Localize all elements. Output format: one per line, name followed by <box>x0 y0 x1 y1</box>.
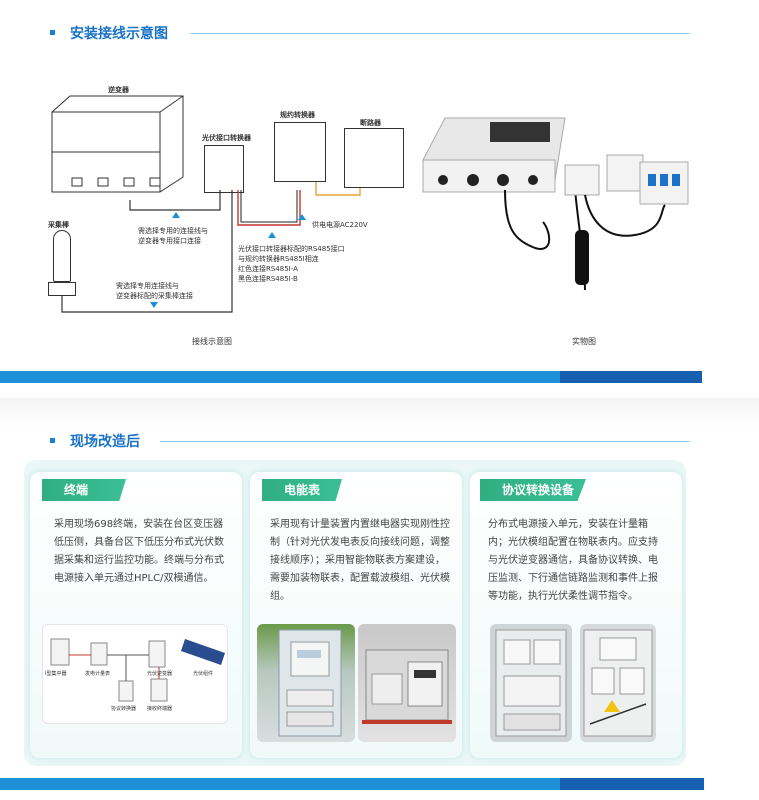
pointer-triangle <box>298 214 306 220</box>
breaker-box <box>344 128 404 188</box>
diagram-label: 光伏逆变器 <box>147 671 173 677</box>
pv-converter-label: 光伏接口转换器 <box>202 134 251 142</box>
terminal-diagram-drawing <box>50 638 225 702</box>
diagram-label: 接收终端器 <box>147 706 173 712</box>
diagram-label: 光伏组件 <box>193 671 214 677</box>
card-meter-text: 采用现有计量装置内置继电器实现刚性控制（针对光伏发电表反向接线问题，调整接线顺序… <box>270 519 450 602</box>
band-light <box>0 371 560 383</box>
diagram-label: I型集中器 <box>45 671 67 677</box>
section-title: 安装接线示意图 <box>70 26 168 42</box>
protocol-photo-1-drawing <box>495 629 567 737</box>
note-power: 供电电源AC220V <box>312 221 368 229</box>
inverter-label: 逆变器 <box>108 86 129 94</box>
note-collector-2: 逆变器标配的采集棒连接 <box>116 292 193 300</box>
meter-photo-2 <box>358 624 456 742</box>
band-dark <box>560 778 704 790</box>
section-title: 现场改造后 <box>70 434 140 450</box>
diagram-label: 发电计量表 <box>85 671 111 677</box>
tag-meter: 电能表 <box>262 479 342 501</box>
pv-converter-box <box>204 145 244 193</box>
meter-photo-1 <box>257 624 355 742</box>
pointer-triangle <box>150 302 158 308</box>
collector-base <box>48 282 76 296</box>
card-protocol-text: 分布式电源接入单元，安装在计量箱内；光伏模组配置在物联表内。应支持与光伏逆变器通… <box>488 519 658 602</box>
product-photo <box>422 117 689 291</box>
collector-rod <box>53 230 71 282</box>
meter-photo-2-drawing <box>362 649 452 724</box>
note-rs485-2: 与规约转换器RS485I相连 <box>238 255 319 263</box>
terminal-diagram: I型集中器 发电计量表 光伏逆变器 光伏组件 协议转换器 接收终端器 <box>42 624 228 724</box>
section-bullet <box>50 30 55 35</box>
note-rs485-4: 黑色连接RS485I-B <box>238 275 298 283</box>
protocol-converter-box <box>274 122 326 182</box>
collector-label: 采集棒 <box>48 221 69 229</box>
photo-caption: 实物图 <box>572 337 596 346</box>
pointer-triangle <box>172 212 180 218</box>
meter-photo-1-drawing <box>278 629 342 737</box>
protocol-photo-2 <box>580 624 656 742</box>
note-interface-1: 需选择专用的连接线与 <box>138 227 208 235</box>
note-interface-2: 逆变器专用接口连接 <box>138 237 201 245</box>
section-divider <box>160 441 690 442</box>
section-bullet <box>50 438 55 443</box>
wiring-lines <box>61 182 361 313</box>
note-rs485-1: 光伏接口转接器标配的RS485接口 <box>238 245 345 253</box>
note-collector-1: 需选择专用连接线与 <box>116 282 179 290</box>
diagram-label: 协议转换器 <box>111 706 137 712</box>
diagram-caption: 接线示意图 <box>192 337 232 346</box>
card-terminal-text: 采用现场698终端，安装在台区变压器低压侧，具备台区下低压分布式光伏数据采集和运… <box>54 519 224 584</box>
protocol-photo-1 <box>490 624 572 742</box>
tag-terminal: 终端 <box>42 479 126 501</box>
inverter-drawing <box>51 95 184 193</box>
pointer-triangle <box>268 232 276 238</box>
section-divider <box>190 33 690 34</box>
note-rs485-3: 红色连接RS485I-A <box>238 265 298 273</box>
tag-protocol: 协议转换设备 <box>480 479 586 501</box>
band-light <box>0 778 560 790</box>
protocol-photo-2-drawing <box>583 629 653 737</box>
protocol-converter-label: 规约转换器 <box>280 111 315 119</box>
breaker-label: 断路器 <box>360 119 381 127</box>
band-dark <box>560 371 702 383</box>
